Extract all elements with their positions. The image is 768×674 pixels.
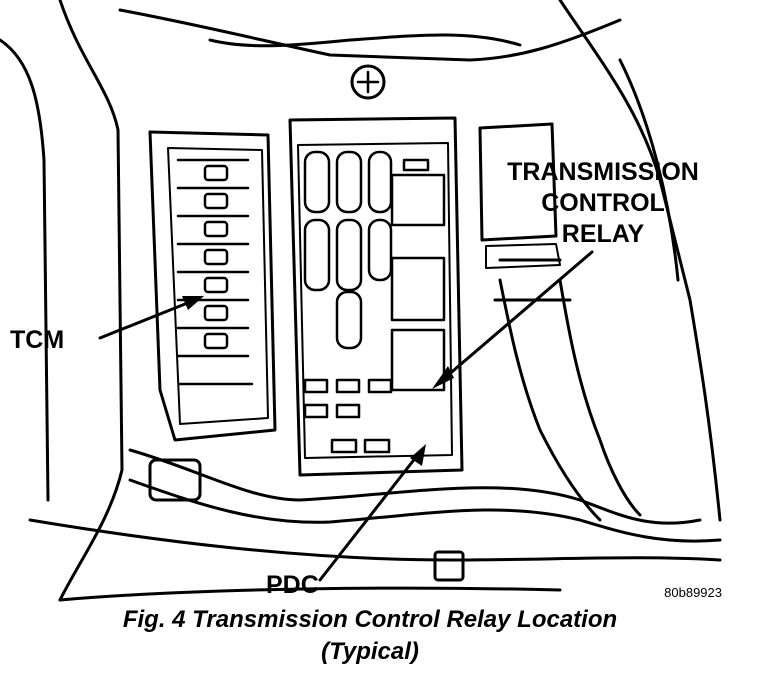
tcr-arrowhead <box>432 366 454 389</box>
caption-line1: Fig. 4 Transmission Control Relay Locati… <box>122 606 618 633</box>
tcm-arrowhead <box>182 296 204 310</box>
top-structure <box>118 8 622 62</box>
small-bracket <box>433 550 465 582</box>
tcm-leader <box>98 298 197 340</box>
tcr-label-line3: RELAY <box>561 220 645 248</box>
lower-edge <box>28 518 722 562</box>
pdc-leader <box>318 450 422 582</box>
figure-caption: Fig. 4 Transmission Control Relay Locati… <box>0 604 740 668</box>
right-inner-fender <box>618 58 680 282</box>
bottom-body <box>58 586 562 602</box>
tcr-leader <box>438 250 594 384</box>
tcm-module <box>148 130 277 442</box>
tcr-label-line2: CONTROL <box>541 189 665 217</box>
leader-lines <box>98 250 594 582</box>
pdc-label: PDC <box>266 571 319 599</box>
tcr-label-line1: TRANSMISSION <box>507 158 699 186</box>
figure-id: 80b89923 <box>664 585 722 600</box>
left-body-panel <box>58 0 124 602</box>
pdc-box <box>288 116 464 477</box>
right-fender <box>558 0 722 522</box>
left-inner-panel <box>0 38 50 502</box>
pdc-arrowhead <box>410 444 426 466</box>
bolt <box>350 64 386 100</box>
tcm-label: TCM <box>10 326 65 354</box>
transmission-control-relay <box>478 122 561 269</box>
caption-line2: (Typical) <box>321 638 419 665</box>
transmission-control-relay-label: TRANSMISSION CONTROL RELAY <box>488 157 718 250</box>
